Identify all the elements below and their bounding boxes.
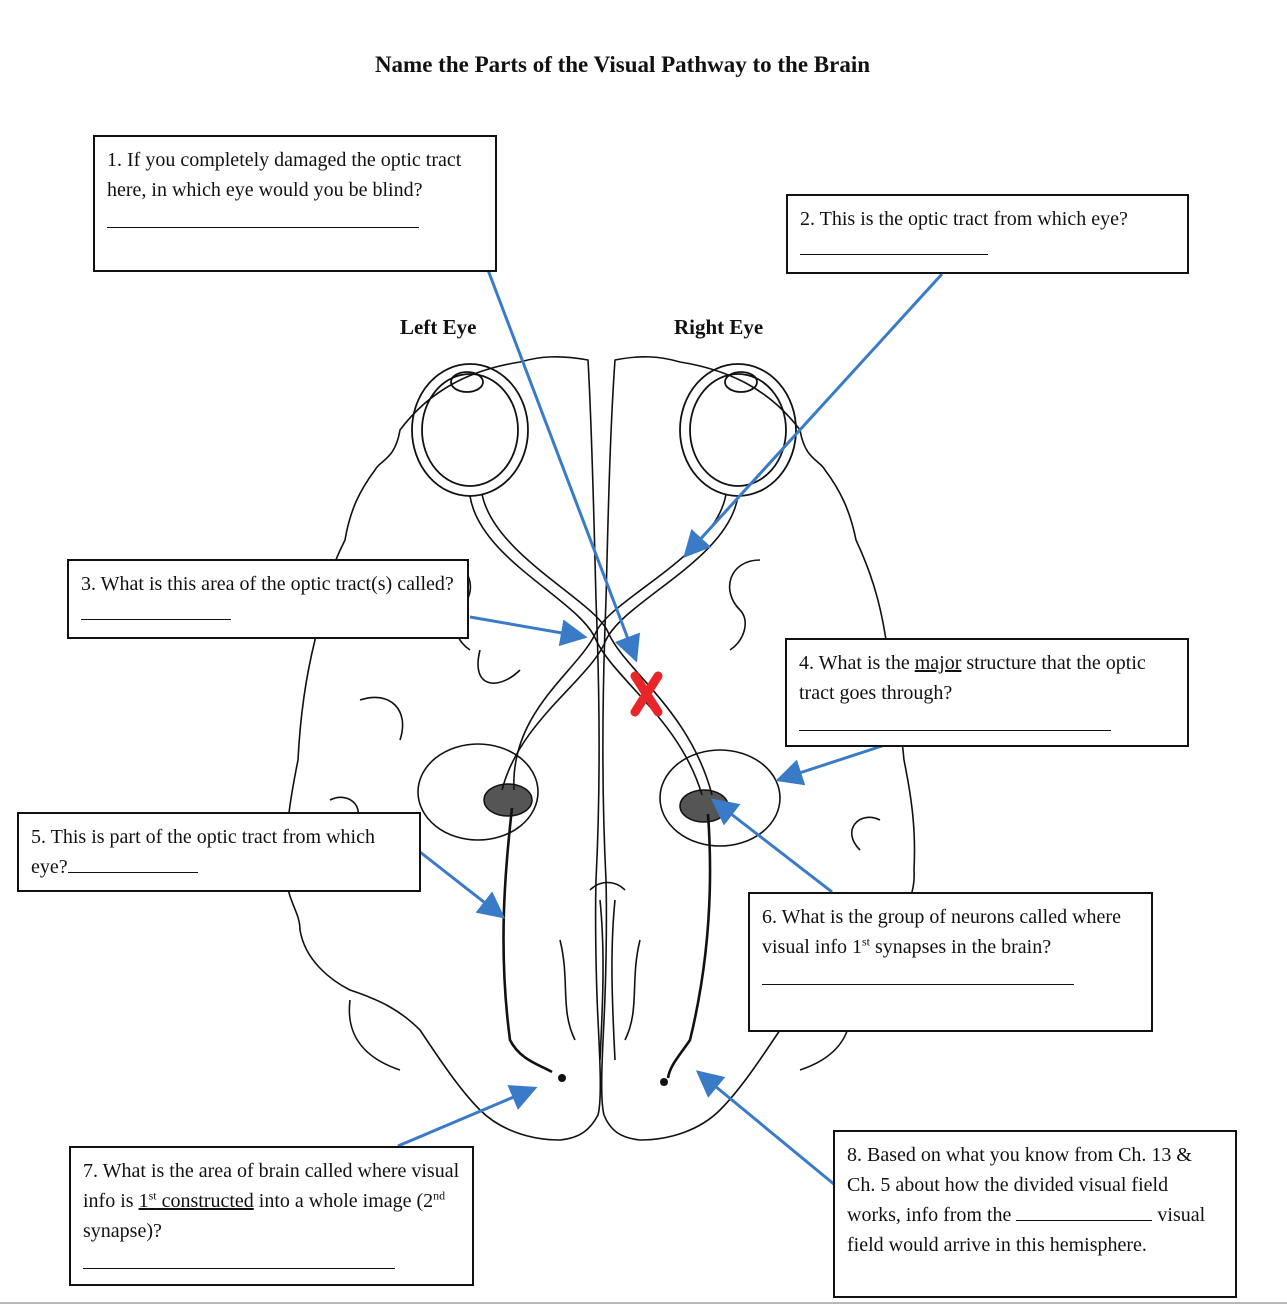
arrow-q6	[710, 798, 833, 894]
question-7-sup: nd	[433, 1188, 446, 1203]
question-7-text-mid: into a whole image (2	[253, 1190, 434, 1212]
right-lens	[724, 371, 758, 393]
question-4-text-pre: 4. What is the	[799, 652, 915, 674]
left-hemisphere	[285, 356, 602, 1141]
question-8-box: 8. Based on what you know from Ch. 13 & …	[833, 1130, 1237, 1298]
lateral-geniculate-nuclei	[483, 783, 729, 823]
question-2-text: 2. This is the optic tract from which ey…	[800, 208, 1128, 230]
left-eye-label: Left Eye	[400, 315, 477, 339]
arrow-q7	[397, 1085, 538, 1148]
left-visual-cortex-dot	[558, 1074, 566, 1082]
question-6-box: 6. What is the group of neurons called w…	[748, 892, 1153, 1032]
question-7-underlined-rest: constructed	[156, 1190, 254, 1212]
red-x-icon	[630, 671, 663, 717]
right-visual-cortex-dot	[660, 1078, 668, 1086]
question-2-box: 2. This is the optic tract from which ey…	[786, 194, 1189, 274]
page-bottom-edge	[0, 1302, 1287, 1304]
answer-blank-4[interactable]	[799, 708, 1111, 731]
arrow-q3	[469, 615, 588, 647]
question-8-text-pre: 8. Based on what you know from Ch. 13 & …	[847, 1144, 1192, 1226]
question-4-underlined: major	[914, 652, 962, 674]
right-eye-label: Right Eye	[674, 315, 764, 339]
page-title: Name the Parts of the Visual Pathway to …	[374, 52, 871, 77]
question-3-box: 3. What is this area of the optic tract(…	[67, 559, 469, 639]
question-5-text: 5. This is part of the optic tract from …	[31, 826, 375, 878]
answer-blank-2[interactable]	[800, 234, 988, 255]
question-7-underlined: 1	[138, 1190, 149, 1212]
question-8-text-post: visual field would arrive in this hemisp…	[847, 1204, 1206, 1256]
question-1-text: 1. If you completely damaged the optic t…	[107, 149, 462, 201]
question-6-text-pre: 6. What is the group of neurons called w…	[762, 906, 1121, 958]
answer-blank-1[interactable]	[107, 205, 419, 228]
question-6-sup: st	[862, 934, 871, 949]
right-thalamus	[659, 749, 781, 847]
question-4-text-post: structure that the optic tract goes thro…	[799, 652, 1146, 704]
right-eyeball	[679, 363, 797, 497]
question-7-text-pre: 7. What is the area of brain called wher…	[83, 1160, 460, 1212]
question-7-box: 7. What is the area of brain called wher…	[69, 1146, 474, 1286]
optic-pathway	[469, 493, 739, 796]
left-thalamus	[417, 743, 539, 841]
question-4-box: 4. What is the major structure that the …	[785, 638, 1189, 747]
arrow-q5	[419, 850, 506, 919]
arrow-q4	[775, 743, 886, 786]
left-lgn	[483, 783, 533, 817]
pointer-arrows	[397, 269, 944, 1187]
brain-outline	[285, 356, 916, 1141]
question-1-box: 1. If you completely damaged the optic t…	[93, 135, 497, 272]
left-eyeball	[411, 363, 529, 497]
question-3-text: 3. What is this area of the optic tract(…	[81, 573, 454, 595]
thalamus	[417, 743, 781, 847]
question-7-text-post: synapse)?	[83, 1220, 162, 1242]
optic-radiations	[502, 807, 712, 1079]
answer-blank-3[interactable]	[81, 599, 231, 620]
arrow-q2	[683, 272, 944, 558]
question-7-underlined-sup: st	[148, 1188, 157, 1203]
answer-blank-7[interactable]	[83, 1246, 395, 1269]
answer-blank-6[interactable]	[762, 962, 1074, 985]
question-5-box: 5. This is part of the optic tract from …	[17, 812, 421, 892]
arrow-q8	[695, 1070, 836, 1187]
eyes	[411, 363, 797, 497]
arrow-q1	[486, 269, 641, 663]
answer-blank-8[interactable]	[1016, 1200, 1153, 1221]
answer-blank-5[interactable]	[67, 852, 198, 873]
left-lens	[450, 371, 484, 393]
question-6-text-post: synapses in the brain?	[870, 936, 1052, 958]
